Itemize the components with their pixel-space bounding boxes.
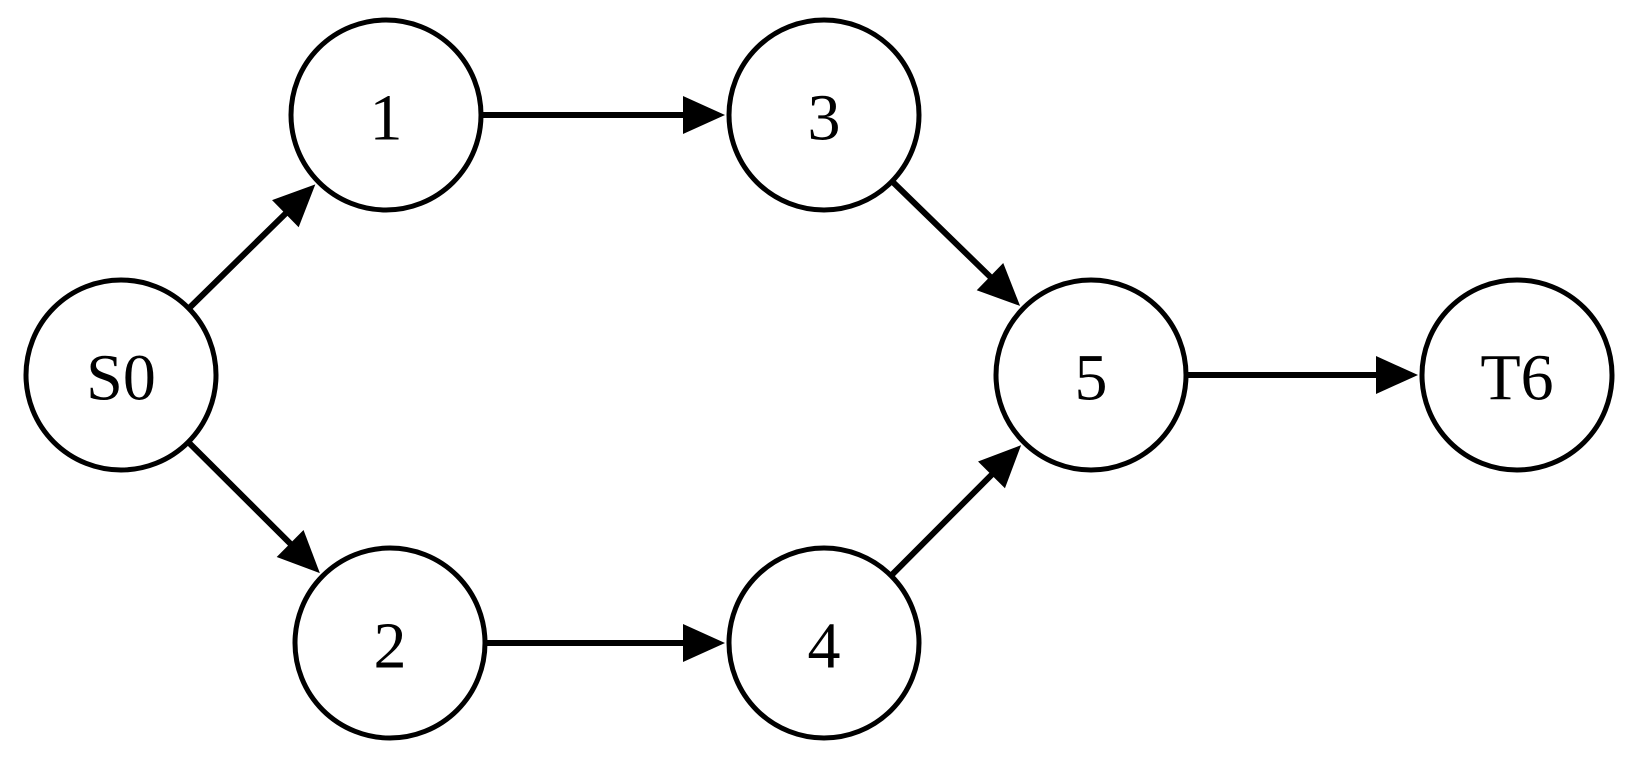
node-label: 1 bbox=[370, 82, 403, 155]
node-label: 4 bbox=[808, 610, 841, 683]
node-circle bbox=[292, 545, 488, 741]
node-4: 4 bbox=[726, 545, 922, 741]
node-circle bbox=[726, 17, 922, 213]
arrowhead-icon bbox=[272, 184, 316, 228]
node-2: 2 bbox=[292, 545, 488, 741]
node-label: S0 bbox=[86, 342, 156, 415]
node-3: 3 bbox=[726, 17, 922, 213]
node-label: 2 bbox=[374, 610, 407, 683]
edge-4-to-5 bbox=[890, 445, 1022, 577]
node-t6: T6 bbox=[1419, 277, 1615, 473]
node-label: T6 bbox=[1480, 342, 1553, 415]
edge-2-to-4 bbox=[487, 624, 725, 662]
node-circle bbox=[726, 545, 922, 741]
node-s0: S0 bbox=[23, 277, 219, 473]
edges-layer bbox=[187, 96, 1418, 662]
arrowhead-icon bbox=[976, 263, 1021, 306]
node-circle bbox=[23, 277, 219, 473]
node-1: 1 bbox=[288, 17, 484, 213]
edge-3-to-5-line bbox=[891, 180, 994, 281]
node-circle bbox=[288, 17, 484, 213]
edge-3-to-5 bbox=[891, 180, 1021, 306]
edge-s0-to-1 bbox=[188, 184, 316, 310]
arrowhead-icon bbox=[978, 445, 1022, 489]
node-label: 3 bbox=[808, 82, 841, 155]
arrowhead-icon bbox=[276, 530, 320, 574]
edge-s0-to-2 bbox=[187, 441, 320, 574]
edge-5-to-t6 bbox=[1188, 356, 1418, 394]
edge-4-to-5-line bbox=[890, 471, 996, 577]
arrowhead-icon bbox=[1376, 356, 1418, 394]
node-circle bbox=[1419, 277, 1615, 473]
edge-1-to-3 bbox=[483, 96, 725, 134]
node-circle bbox=[993, 277, 1189, 473]
edge-s0-to-1-line bbox=[188, 210, 289, 310]
edge-s0-to-2-line bbox=[187, 441, 294, 548]
node-5: 5 bbox=[993, 277, 1189, 473]
arrowhead-icon bbox=[683, 96, 725, 134]
nodes-layer: S0 1 2 3 4 5 T6 bbox=[23, 17, 1615, 741]
arrowhead-icon bbox=[683, 624, 725, 662]
node-label: 5 bbox=[1075, 342, 1108, 415]
